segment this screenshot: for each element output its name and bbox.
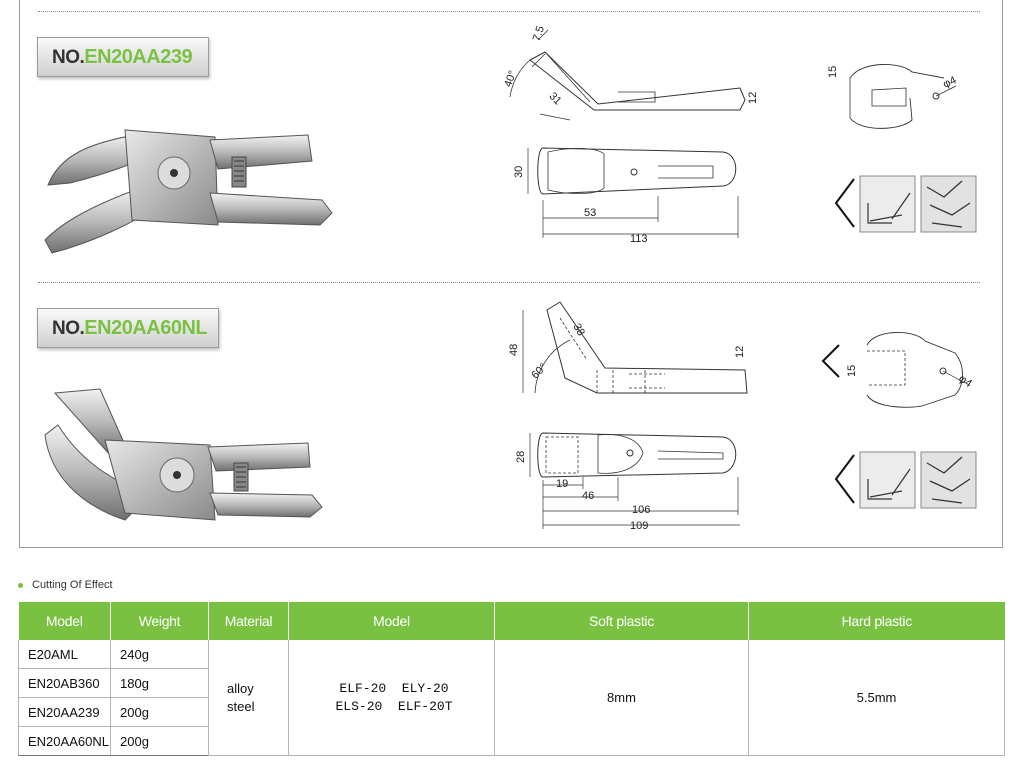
dim-label: 12 [734, 346, 746, 358]
dim-label: 15 [827, 66, 839, 78]
model-label-1: NO.EN20AA239 [37, 37, 209, 77]
dim-label: 40° [502, 69, 519, 89]
top-view-drawing-1: 7.5 40° 31 12 [502, 25, 759, 121]
divider-middle [38, 282, 980, 283]
model-prefix: NO. [52, 47, 85, 68]
cell-weight: 240g [110, 640, 209, 669]
side-view-drawing-2: 28 19 46 106 109 [515, 432, 740, 532]
section-title-text: Cutting Of Effect [32, 579, 113, 591]
cell-blade-models: ELF-20 ELY-20 ELS-20 ELF-20T [288, 640, 495, 756]
table-row: EN20AA60NL 200g [18, 726, 1005, 756]
table-header-row: Model Weight Material Model Soft plastic… [18, 602, 1005, 640]
dim-label: 31 [546, 90, 563, 107]
product-frame [19, 0, 1003, 548]
front-view-drawing-1: 15 φ4 [827, 64, 958, 129]
cell-model: EN20AB360 [18, 668, 111, 698]
material-line: steel [227, 698, 255, 714]
header-material: Material [208, 602, 289, 640]
dim-label: φ4 [956, 373, 974, 390]
cut-profiles-2 [834, 451, 977, 509]
cell-model: EN20AA60NL [18, 726, 111, 756]
dim-label: 106 [632, 504, 650, 516]
dim-label: 46 [582, 490, 594, 502]
dim-label: 28 [515, 451, 527, 463]
blade-photo-1 [44, 129, 333, 254]
cell-model: EN20AA239 [18, 697, 111, 727]
blade-models-line: ELF-20 ELY-20 [339, 680, 449, 696]
cell-weight: 200g [110, 697, 209, 727]
top-view-drawing-2: 38 48 60° 12 [508, 301, 748, 394]
dim-label: 48 [508, 344, 520, 356]
header-hard-plastic: Hard plastic [748, 602, 1005, 640]
header-soft-plastic: Soft plastic [494, 602, 749, 640]
table-row: EN20AB360 180g [18, 668, 1005, 698]
model-label-2: NO.EN20AA60NL [37, 308, 219, 348]
header-weight: Weight [110, 602, 209, 640]
dim-label: 7.5 [531, 25, 547, 43]
dim-label: 113 [630, 233, 648, 245]
table-row: E20AML 240g alloy steel ELF-20 ELY-20 EL… [18, 640, 1005, 756]
dim-label: 60° [529, 361, 549, 381]
section-title: Cutting Of Effect [18, 579, 113, 591]
table-row: EN20AA239 200g [18, 697, 1005, 727]
dim-label: 38 [570, 322, 587, 339]
cell-weight: 200g [110, 726, 209, 756]
cut-profiles-1 [834, 175, 977, 233]
dim-label: 109 [630, 520, 648, 532]
header-model: Model [18, 602, 111, 640]
divider-top [38, 11, 980, 12]
material-line: alloy [227, 680, 254, 696]
front-view-drawing-2: 15 φ4 [821, 332, 974, 408]
dim-label: 15 [846, 365, 858, 377]
side-view-drawing-1: 30 53 113 [513, 147, 739, 245]
cell-weight: 180g [110, 668, 209, 698]
dim-label: 53 [584, 207, 596, 219]
model-code: EN20AA239 [84, 46, 193, 68]
bullet-icon [18, 582, 23, 588]
cell-soft-plastic: 8mm [494, 640, 749, 756]
cell-hard-plastic: 5.5mm [748, 640, 1005, 756]
blade-models-line: ELS-20 ELF-20T [335, 698, 453, 714]
dim-label: 30 [513, 166, 525, 178]
model-code: EN20AA60NL [84, 317, 208, 339]
blade-photo-2 [44, 388, 323, 521]
cell-model: E20AML [18, 640, 111, 669]
model-prefix: NO. [52, 318, 85, 339]
dim-label: 12 [747, 92, 759, 104]
cell-material: alloy steel [208, 640, 289, 756]
spec-table: Model Weight Material Model Soft plastic… [18, 602, 1005, 756]
dim-label: 19 [556, 478, 568, 490]
dim-label: φ4 [941, 74, 958, 90]
header-blade-model: Model [288, 602, 495, 640]
